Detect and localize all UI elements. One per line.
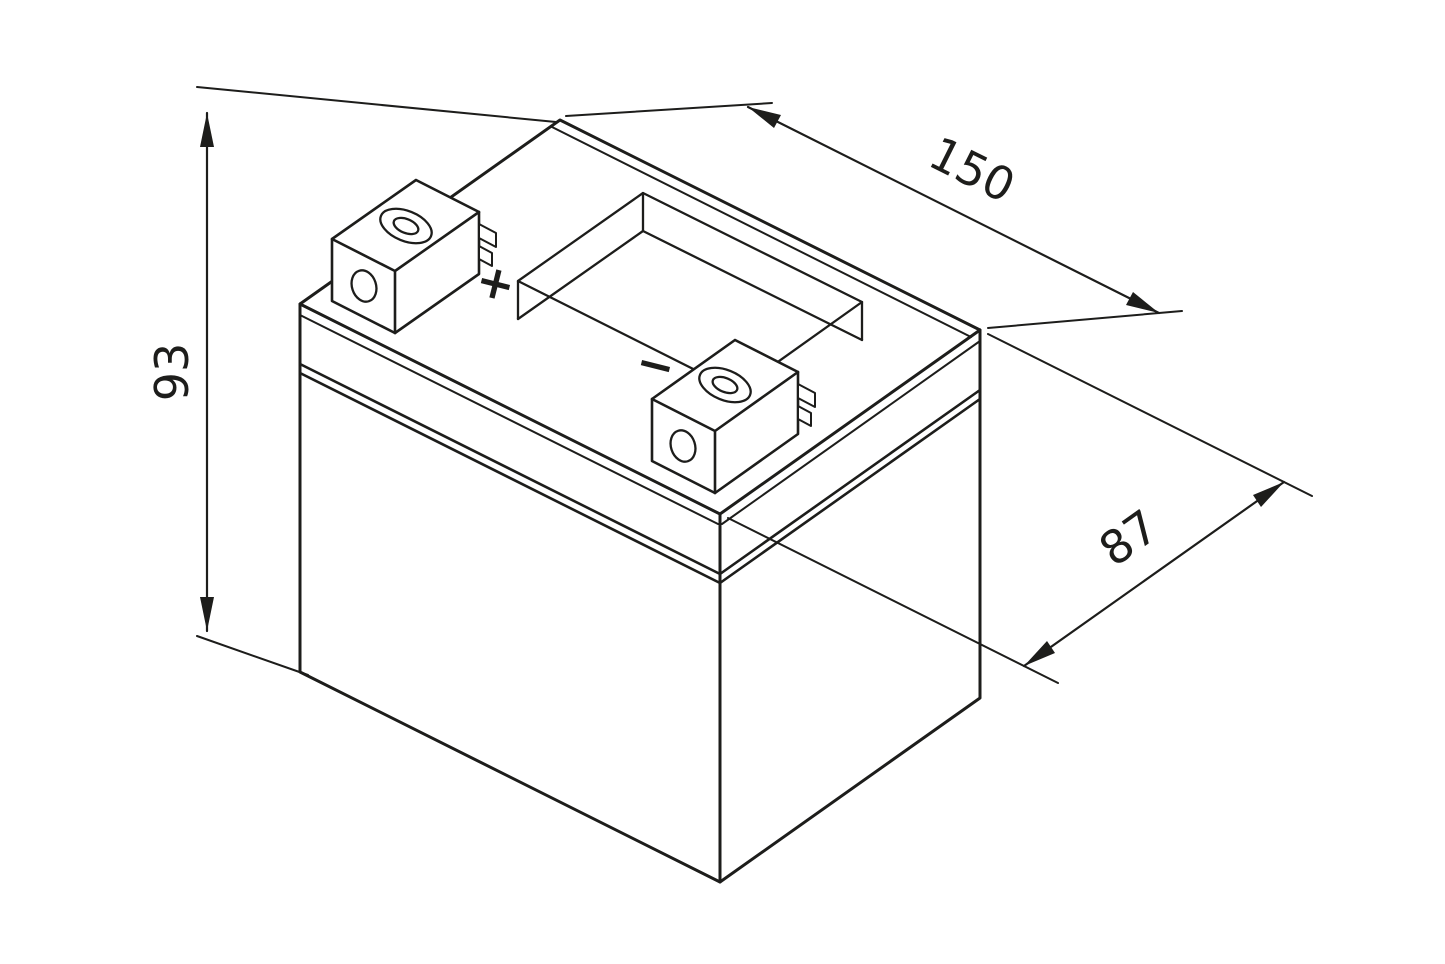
positive-terminal-edges xyxy=(330,210,481,335)
length-extension-line-right xyxy=(987,310,1183,329)
length-arrowhead-left xyxy=(748,107,781,128)
positive-terminal-side-hole xyxy=(350,269,378,303)
height-arrowhead-bottom xyxy=(200,597,214,631)
negative-terminal xyxy=(650,338,816,495)
width-extension-line-upper xyxy=(987,333,1313,497)
negative-terminal-tab xyxy=(797,405,812,427)
battery-body xyxy=(298,118,982,884)
negative-terminal-bore xyxy=(711,375,739,395)
positive-terminal-tab xyxy=(478,245,493,267)
length-arrowhead-right xyxy=(1126,292,1159,313)
case-seam xyxy=(298,362,982,585)
positive-terminal-top-hole xyxy=(379,207,433,245)
lid-lip-front xyxy=(299,314,719,525)
negative-terminal-tab xyxy=(797,383,816,408)
positive-terminal-bore xyxy=(392,216,420,236)
positive-terminal xyxy=(330,178,497,335)
recess-floor-edges xyxy=(516,229,864,342)
width-arrowhead-upper xyxy=(1253,482,1284,507)
height-extension-line-bottom xyxy=(196,635,309,676)
negative-terminal-side-hole xyxy=(669,429,697,463)
negative-terminal-top-hole xyxy=(698,366,752,404)
height-dimension: 93 xyxy=(145,86,557,676)
top-front-edge xyxy=(298,302,722,516)
height-extension-line-top xyxy=(196,86,557,123)
length-extension-line-left xyxy=(565,102,773,117)
lid-lip-rear xyxy=(551,126,972,338)
recess-step-edges xyxy=(516,191,864,342)
negative-terminal-edges xyxy=(650,370,800,495)
positive-terminal-tab xyxy=(478,223,497,248)
width-arrowhead-lower xyxy=(1024,641,1055,666)
width-dimension-label: 87 xyxy=(1089,499,1168,577)
width-dimension-line xyxy=(1022,480,1286,668)
length-dimension-line xyxy=(746,105,1161,315)
width-extension-line-lower xyxy=(727,517,1059,684)
height-arrowhead-top xyxy=(200,113,214,147)
lid-lip-right xyxy=(721,340,981,525)
top-right-edge xyxy=(718,328,982,516)
height-dimension-label: 93 xyxy=(145,343,199,402)
